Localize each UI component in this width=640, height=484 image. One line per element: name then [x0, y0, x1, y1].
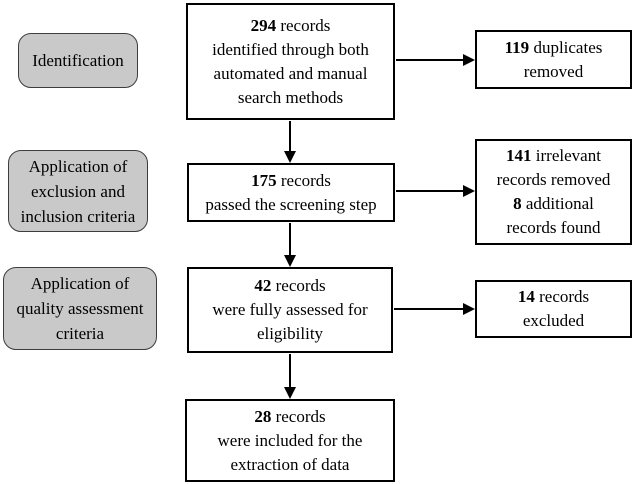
irrelevant-removed-detail: records removed	[496, 170, 611, 189]
stage-exclusion-inclusion-criteria-label: Application of exclusion and inclusion c…	[20, 156, 136, 226]
additional-found-count: 8	[513, 194, 522, 213]
additional-found-count-suffix: additional	[521, 194, 594, 213]
records-identified-count: 294	[250, 15, 277, 35]
additional-found-detail: records found	[506, 218, 601, 237]
records-screened-count-line: 175 records	[205, 169, 376, 193]
records-excluded-text: 14 records excluded	[518, 285, 589, 333]
duplicates-removed-count-line: 119 duplicates	[505, 36, 603, 60]
records-screened-text: 175 records passed the screening step	[205, 169, 376, 217]
records-identified-text: 294 records identified through both auto…	[212, 14, 369, 110]
irrelevant-removed-box: 141 irrelevant records removed 8 additio…	[475, 139, 632, 245]
duplicates-removed-detail: removed	[523, 61, 584, 81]
arrow-identified-to-screened	[284, 121, 296, 163]
arrow-screened-to-irrelevant	[396, 185, 475, 197]
irrelevant-removed-count-line: 141 irrelevant	[497, 144, 611, 168]
records-assessed-count-line: 42 records	[212, 274, 367, 298]
records-included-detail: were included for the extraction of data	[217, 430, 363, 474]
irrelevant-removed-count: 141	[506, 146, 532, 165]
stage-identification: Identification	[18, 33, 138, 88]
records-included-count: 28	[254, 406, 272, 426]
stage-quality-assessment-criteria: Application of quality assessment criter…	[3, 267, 157, 350]
records-assessed-count: 42	[254, 276, 272, 295]
records-excluded-box: 14 records excluded	[475, 280, 632, 338]
stage-quality-assessment-criteria-label: Application of quality assessment criter…	[16, 274, 144, 343]
records-excluded-count-line: 14 records	[518, 285, 589, 309]
arrow-assessed-to-excluded	[394, 303, 475, 315]
duplicates-removed-count: 119	[504, 37, 530, 57]
records-identified-detail: identified through both automated and ma…	[212, 39, 369, 107]
irrelevant-removed-count-suffix: irrelevant	[531, 146, 601, 165]
duplicates-removed-count-suffix: duplicates	[529, 37, 603, 57]
arrow-identified-to-duplicates	[396, 54, 475, 66]
records-assessed-box: 42 records were fully assessed for eligi…	[187, 267, 393, 353]
records-assessed-text: 42 records were fully assessed for eligi…	[212, 274, 367, 346]
records-identified-box: 294 records identified through both auto…	[186, 3, 395, 120]
records-identified-count-line: 294 records	[212, 14, 369, 38]
additional-found-count-line: 8 additional	[497, 192, 611, 216]
records-excluded-count: 14	[517, 287, 535, 306]
records-assessed-detail: were fully assessed for eligibility	[212, 300, 368, 343]
records-screened-box: 175 records passed the screening step	[187, 163, 395, 222]
records-included-text: 28 records were included for the extract…	[218, 405, 363, 477]
records-included-box: 28 records were included for the extract…	[185, 399, 395, 482]
arrow-assessed-to-included	[284, 354, 296, 399]
duplicates-removed-box: 119 duplicates removed	[475, 30, 632, 89]
arrow-screened-to-assessed	[284, 223, 296, 267]
records-assessed-count-suffix: records	[271, 276, 326, 295]
records-screened-count-suffix: records	[276, 170, 331, 190]
records-screened-count: 175	[251, 170, 277, 190]
duplicates-removed-text: 119 duplicates removed	[505, 36, 603, 84]
records-identified-count-suffix: records	[276, 15, 331, 35]
records-excluded-count-suffix: records	[534, 287, 590, 306]
stage-exclusion-inclusion-criteria: Application of exclusion and inclusion c…	[8, 150, 148, 232]
records-excluded-detail: excluded	[522, 311, 585, 330]
records-screened-detail: passed the screening step	[205, 194, 377, 214]
records-included-count-line: 28 records	[218, 405, 363, 429]
records-included-count-suffix: records	[271, 406, 326, 426]
irrelevant-removed-text: 141 irrelevant records removed 8 additio…	[497, 144, 611, 240]
stage-identification-label: Identification	[32, 51, 124, 70]
